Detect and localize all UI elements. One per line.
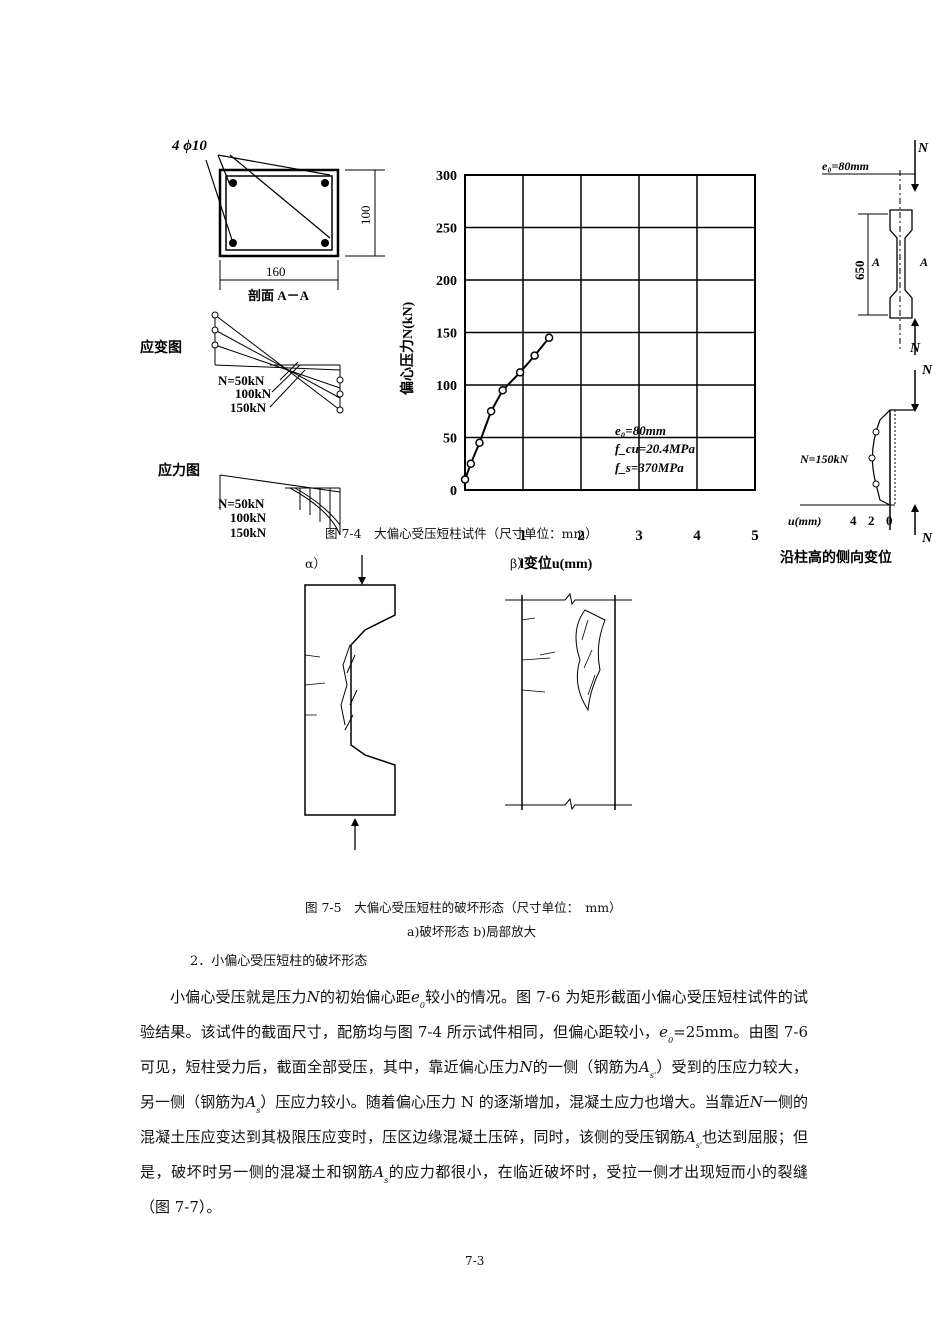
load-150-right: N=150kN bbox=[799, 452, 850, 466]
fig75-subcaption: a)破坏形态 b)局部放大 bbox=[407, 924, 537, 939]
rebar-label: 4 ϕ10 bbox=[171, 138, 207, 154]
annotation-fcu: f_cu=20.4MPa bbox=[615, 441, 695, 456]
var-As-prime-sub: s' bbox=[695, 1141, 703, 1150]
data-point bbox=[466, 459, 476, 468]
section-heading: 2．小偏心受压短柱的破坏形态 bbox=[190, 954, 368, 969]
y-tick-label: 100 bbox=[436, 379, 457, 394]
fig74-label-a: α） bbox=[305, 556, 326, 571]
data-point bbox=[475, 438, 484, 447]
annotation-fs: f_s=370MPa bbox=[615, 460, 684, 475]
var-e0-2: e bbox=[659, 1023, 669, 1041]
failure-drawing-a bbox=[304, 555, 396, 850]
u-tick-4: 4 bbox=[850, 513, 857, 528]
y-tick-label: 0 bbox=[450, 484, 457, 499]
x-tick-label: 5 bbox=[751, 528, 759, 544]
data-point bbox=[498, 386, 507, 395]
A-left: A bbox=[871, 255, 880, 269]
load-150: 150kN bbox=[230, 400, 267, 415]
body-paragraph: 小偏心受压就是压力N的初始偏心距e0较小的情况。图 7-6 为矩形截面小偏心受压… bbox=[140, 984, 808, 1221]
N-bottom-2: N bbox=[921, 531, 933, 546]
var-e0: e bbox=[410, 988, 420, 1006]
var-N: N bbox=[306, 988, 320, 1006]
data-point bbox=[460, 475, 470, 484]
column-diagram: e₀=80mm N 650 A A N N N=150kN u(mm) 4 2 … bbox=[780, 140, 933, 566]
failure-drawing-b bbox=[505, 592, 632, 811]
var-As-prime-sub: s' bbox=[649, 1071, 657, 1080]
text-run: ）受到的压应力较大，另一侧（钢筋为 bbox=[140, 1058, 808, 1111]
x-tick-label: 1 bbox=[519, 528, 527, 544]
chart-legend-box: e₀=80mm f_cu=20.4MPa f_s=370MPa bbox=[615, 423, 695, 475]
y-tick-label: 50 bbox=[443, 432, 457, 447]
page-number: 7-3 bbox=[465, 1254, 485, 1268]
text-run: 一侧的混凝土压应变达到其极限压应变时，压区边缘混凝土压碎，同时，该侧的受压钢筋 bbox=[140, 1093, 808, 1146]
text-run: =25mm。由图 7-6 可见，短柱受力后，截面全部受压，其中，靠近偏心压力 bbox=[140, 1023, 808, 1076]
stress-load-50: N=50kN bbox=[218, 496, 265, 511]
u-tick-0: 0 bbox=[886, 513, 893, 528]
N-top: N bbox=[917, 141, 929, 156]
var-N: N bbox=[519, 1058, 533, 1076]
y-tick-label: 250 bbox=[436, 222, 457, 237]
text-run: 也达到屈服；但是，破坏时另一侧的混凝土和钢筋 bbox=[140, 1128, 808, 1181]
y-tick-label: 300 bbox=[436, 169, 457, 184]
var-e0-2-sub: 0 bbox=[668, 1036, 674, 1045]
load-100: 100kN bbox=[235, 386, 272, 401]
x-tick-label: 4 bbox=[693, 528, 701, 544]
var-As: A bbox=[245, 1093, 257, 1111]
var-N: N bbox=[749, 1093, 763, 1111]
y-tick-label: 150 bbox=[436, 327, 457, 342]
var-As: A bbox=[373, 1163, 385, 1181]
u-tick-2: 2 bbox=[868, 513, 875, 528]
var-As-prime: A bbox=[684, 1128, 696, 1146]
var-As-sub: s bbox=[256, 1106, 261, 1115]
text-run: 小偏心受压就是压力 bbox=[170, 988, 307, 1006]
var-As-sub: s bbox=[384, 1176, 389, 1185]
height-dim: 100 bbox=[358, 206, 373, 226]
A-right: A bbox=[919, 255, 928, 269]
text-run: 较小的情况。图 7-6 为矩形截面小偏心受压短柱试件的试验结果。该试件的截面尺寸… bbox=[140, 988, 808, 1041]
fig74-caption: 图 7-4 大偏心受压短柱试件（尺寸单位：mm） bbox=[325, 526, 598, 541]
stress-title: 应力图 bbox=[158, 462, 200, 479]
fig74-label-b: β） bbox=[510, 556, 530, 571]
x-tick-label: 2 bbox=[577, 528, 585, 544]
annotation-e0: e₀=80mm bbox=[615, 423, 666, 438]
data-point bbox=[544, 333, 554, 342]
text-run: ）压应力较小。随着偏心压力 N 的逐渐增加，混凝土应力也增大。当靠近 bbox=[260, 1093, 750, 1111]
load-displacement-chart: 0 50 100 150 200 250 300 1 2 3 4 5 偏心压力N(kN) l变位u(m… bbox=[399, 169, 759, 572]
e0-label: e₀=80mm bbox=[822, 159, 869, 173]
data-point bbox=[530, 351, 539, 360]
stress-load-150: 150kN bbox=[230, 525, 267, 540]
x-tick-label: 3 bbox=[635, 528, 643, 544]
u-axis-label: u(mm) bbox=[788, 514, 821, 528]
data-point bbox=[486, 407, 496, 416]
text-run: 的应力都很小，在临近破坏时，受拉一侧才出现短而小的裂缝（图 7-7）。 bbox=[140, 1163, 808, 1216]
N-top-2: N bbox=[921, 363, 933, 378]
data-point bbox=[515, 368, 525, 377]
strain-title: 应变图 bbox=[140, 339, 182, 356]
section-label: 剖面 A－A bbox=[248, 288, 310, 303]
width-dim: 160 bbox=[266, 264, 286, 279]
text-run: 的一侧（钢筋为 bbox=[532, 1058, 640, 1076]
N-bottom: N bbox=[909, 341, 921, 356]
y-tick-label: 200 bbox=[436, 274, 457, 289]
section-diagram: 4 ϕ10 100 160 剖面 A－A 应变图 N=50kN 100kN 15… bbox=[140, 138, 385, 540]
chart-series bbox=[460, 333, 554, 484]
stress-load-100: 100kN bbox=[230, 510, 267, 525]
var-e0-sub: 0 bbox=[419, 1001, 425, 1010]
var-As-prime: A bbox=[639, 1058, 650, 1076]
fig75-caption: 图 7-5 大偏心受压短柱的破坏形态（尺寸单位： mm） bbox=[305, 900, 622, 915]
lateral-title: 沿柱高的侧向变位 bbox=[780, 549, 892, 566]
load-50: N=50kN bbox=[218, 373, 265, 388]
length-dim: 650 bbox=[852, 261, 867, 281]
chart-grid bbox=[464, 174, 756, 491]
y-axis-label: 偏心压力N(kN) bbox=[399, 301, 416, 395]
chart-ticks: 0 50 100 150 200 250 300 1 2 3 4 5 bbox=[436, 169, 759, 544]
text-run: 的初始偏心距 bbox=[319, 988, 411, 1006]
x-axis-label: l变位u(mm) bbox=[520, 555, 593, 572]
